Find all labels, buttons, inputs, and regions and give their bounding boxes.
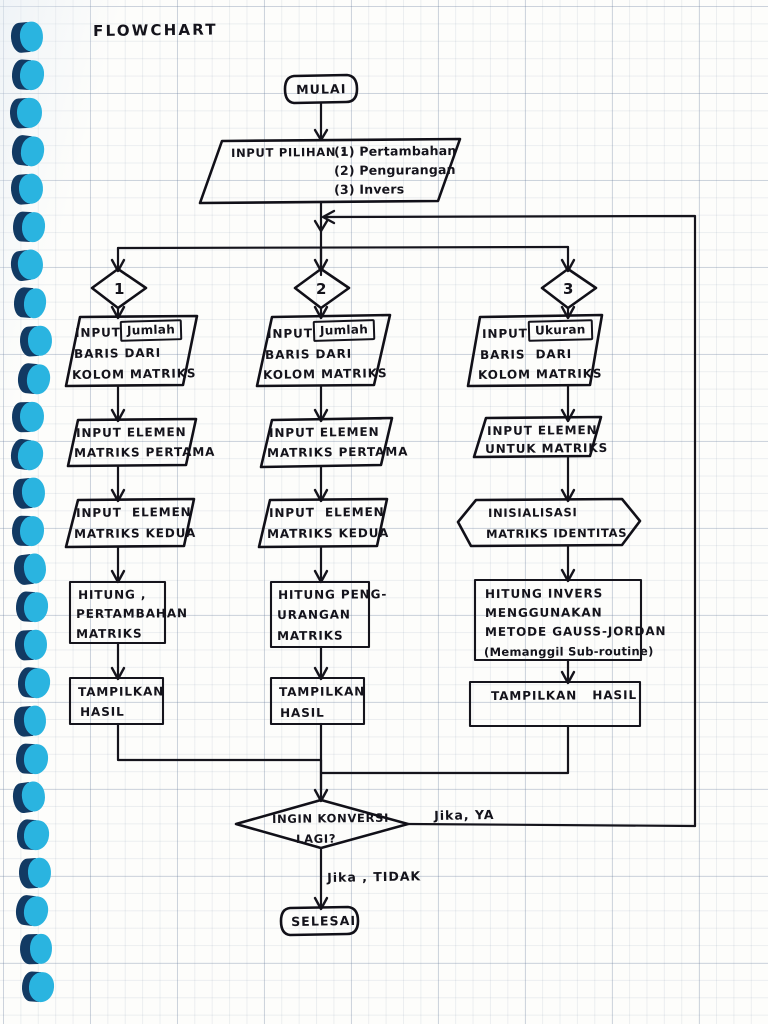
input-size-3-shape: [466, 313, 604, 388]
calc-sub-2-line2: URANGAN: [277, 607, 351, 622]
calc-inverse-3-line3: METODE GAUSS-JORDAN: [485, 624, 667, 639]
diamond-1-label: 1: [114, 280, 125, 298]
end-terminator-shape: [279, 905, 360, 937]
menu-option-1: (1) Pertambahan: [334, 142, 457, 159]
menu-parallelogram-shape: [198, 137, 462, 205]
edge-decision-yes: [406, 822, 697, 828]
calc-sub-2-line3: MATRIKS: [277, 628, 344, 643]
edge-c3-output-to-merge: [319, 724, 570, 775]
start-label: MULAI: [296, 81, 347, 97]
output-2-line1: TAMPILKAN: [279, 684, 366, 699]
input-elem-first-2-shape: [259, 416, 394, 469]
input-elem-first-1-line2: MATRIKS PERTAMA: [74, 444, 216, 460]
calc-add-1-line3: MATRIKS: [76, 626, 143, 641]
decision-again-line1: INGIN KONVERSI: [272, 810, 390, 826]
input-size-2-line3: KOLOM MATRIKS: [263, 366, 388, 382]
input-elem-second-1-line2: MATRIKS KEDUA: [74, 525, 197, 541]
input-elem-second-2-line1: INPUT ELEMEN: [269, 504, 385, 520]
output-2-shape: [269, 676, 366, 726]
input-size-3-boxed-word: Ukuran: [527, 319, 593, 342]
edge-branch-distribution-bar: [116, 245, 570, 250]
calc-add-1-shape: [68, 580, 167, 645]
input-size-1-boxed-word: Jumlah: [119, 319, 183, 342]
calc-sub-2-shape: [269, 580, 371, 649]
input-size-1-line1: INPUT: [75, 325, 121, 340]
end-label: SELESAI: [291, 912, 357, 929]
input-elem-for-matrix-3-line2: UNTUK MATRIKS: [485, 440, 609, 456]
input-size-2-boxed-word: Jumlah: [312, 319, 376, 342]
input-size-1-shape: [64, 314, 199, 388]
calc-inverse-3-line1: HITUNG INVERS: [485, 586, 604, 601]
calc-inverse-3-line4: (Memanggil Sub-routine): [484, 644, 654, 659]
calc-sub-2-line1: HITUNG PENG-: [278, 587, 388, 602]
input-elem-first-2-line1: INPUT ELEMEN: [269, 424, 380, 440]
init-identity-hexagon-shape: [456, 497, 642, 548]
input-elem-second-2-shape: [257, 497, 389, 549]
output-1-line1: TAMPILKAN: [78, 684, 165, 699]
edge-label-no: Jika , TIDAK: [327, 868, 422, 885]
edge-loopback-line: [322, 214, 697, 828]
page-title: FLOWCHART: [93, 20, 218, 40]
input-size-1-line3: KOLOM MATRIKS: [72, 366, 197, 382]
diamond-3-label: 3: [563, 280, 574, 298]
menu-option-3: (3) Invers: [334, 181, 405, 197]
input-size-2-line2: BARIS DARI: [265, 346, 353, 362]
input-size-3-line1: INPUT: [482, 326, 528, 341]
input-size-2-line1: INPUT: [267, 326, 313, 341]
menu-option-2: (2) Pengurangan: [334, 161, 456, 178]
input-size-2-shape: [255, 313, 392, 388]
output-1-line2: HASIL: [80, 704, 125, 719]
output-2-line2: HASIL: [280, 705, 325, 720]
edge-c1-output-to-merge: [116, 722, 323, 762]
calc-add-1-line1: HITUNG ,: [78, 587, 147, 602]
output-3-shape: [468, 680, 642, 728]
input-elem-second-1-line1: INPUT ELEMEN: [76, 504, 192, 520]
start-terminator-shape: [283, 73, 359, 105]
input-elem-first-2-line2: MATRIKS PERTAMA: [267, 444, 409, 460]
edge-label-yes: Jika, YA: [434, 806, 495, 823]
input-elem-second-2-line2: MATRIKS KEDUA: [267, 525, 390, 541]
input-size-3-line3: KOLOM MATRIKS: [478, 366, 603, 382]
input-elem-second-1-shape: [64, 497, 196, 549]
init-identity-line2: MATRIKS IDENTITAS: [486, 525, 628, 541]
output-1-shape: [68, 676, 165, 726]
calc-inverse-3-shape: [473, 578, 643, 662]
input-size-1-line2: BARIS DARI: [74, 345, 162, 361]
calc-add-1-line2: PERTAMBAHAN: [76, 606, 188, 621]
decision-again-line2: LAGI?: [296, 831, 337, 846]
input-elem-for-matrix-3-shape: [472, 415, 603, 459]
menu-prompt: INPUT PILIHAN :: [231, 144, 347, 160]
input-elem-for-matrix-3-line1: INPUT ELEMEN: [487, 423, 598, 438]
input-size-3-line2: BARIS DARI: [480, 346, 573, 362]
input-elem-first-1-shape: [66, 417, 198, 468]
init-identity-line1: INISIALISASI: [488, 505, 578, 520]
output-3-line1: TAMPILKAN HASIL: [491, 687, 638, 703]
diamond-2-label: 2: [316, 280, 327, 298]
calc-inverse-3-line2: MENGGUNAKAN: [485, 605, 603, 620]
input-elem-first-1-line1: INPUT ELEMEN: [76, 425, 187, 440]
